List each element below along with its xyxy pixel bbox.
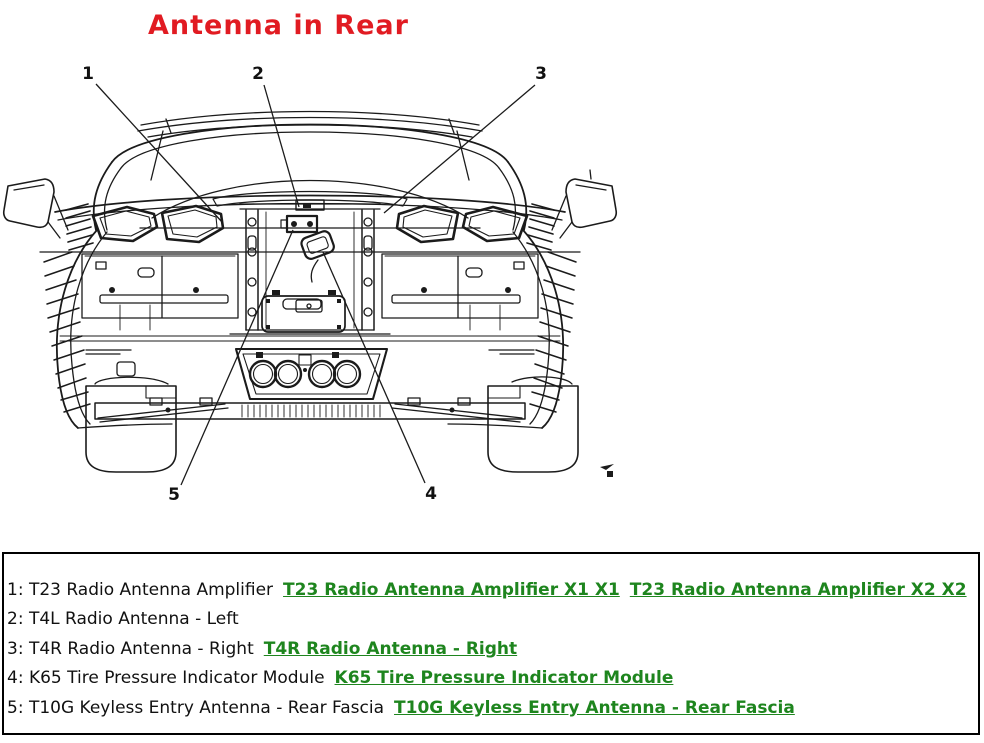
legend-item-2: 2: T4L Radio Antenna - Left	[7, 605, 978, 634]
car-rear-diagram-svg: 1 2 3 4 5	[2, 64, 618, 505]
mud-flap-right	[487, 376, 579, 473]
legend-item-label: 4: K65 Tire Pressure Indicator Module	[7, 668, 325, 689]
page-title: Antenna in Rear	[148, 10, 409, 41]
rear-deck-line	[54, 194, 566, 213]
callout-label-5: 5	[168, 485, 180, 505]
quarter-panel-left	[55, 229, 98, 429]
callout-label-3: 3	[535, 64, 547, 84]
callout-label-2: 2	[252, 64, 264, 84]
exhaust-outlets	[234, 347, 389, 401]
quarter-panel-right	[522, 229, 565, 429]
roof-outline	[111, 123, 509, 163]
callout-leader-line-2	[263, 84, 300, 208]
taillight-cluster-left	[91, 204, 225, 244]
callout-label-4: 4	[425, 484, 437, 504]
legend-item-label: 3: T4R Radio Antenna - Right	[7, 638, 254, 659]
callout-leader-line-5	[180, 229, 294, 486]
antenna-amplifier-part	[280, 214, 319, 234]
callout-leader-line-1	[95, 83, 223, 223]
side-mirror-left	[2, 178, 69, 239]
tire-pressure-module-part	[300, 230, 335, 260]
legend-item-5: 5: T10G Keyless Entry Antenna - Rear Fas…	[7, 694, 978, 723]
legend-box: 1: T23 Radio Antenna Amplifier T23 Radio …	[2, 552, 980, 735]
legend-link[interactable]: T10G Keyless Entry Antenna - Rear Fascia	[394, 697, 795, 718]
legend-item-4: 4: K65 Tire Pressure Indicator Module K65…	[7, 664, 978, 693]
cursor-mark	[600, 464, 614, 477]
callout-leader-line-4	[322, 251, 426, 484]
legend-item-label: 5: T10G Keyless Entry Antenna - Rear Fas…	[7, 697, 385, 718]
callout-layer: 1 2 3 4 5	[82, 64, 547, 505]
legend-item-label: 1: T23 Radio Antenna Amplifier	[7, 580, 274, 600]
legend-link[interactable]: K65 Tire Pressure Indicator Module	[334, 668, 674, 689]
callout-label-1: 1	[82, 64, 94, 84]
taillight-cluster-right	[395, 204, 529, 244]
legend-link[interactable]: T23 Radio Antenna Amplifier X2 X2	[629, 580, 967, 600]
legend-item-label: 2: T4L Radio Antenna - Left	[7, 609, 239, 630]
legend-link[interactable]: T4R Radio Antenna - Right	[263, 638, 518, 659]
side-mirror-right	[551, 169, 618, 239]
legend-link[interactable]: T23 Radio Antenna Amplifier X1 X1	[283, 580, 620, 600]
mud-flap-left	[85, 376, 177, 473]
car-rear-diagram: 1 2 3 4 5	[0, 52, 660, 522]
legend-item-3: 3: T4R Radio Antenna - Right T4R Radio An…	[7, 635, 978, 664]
legend-item-1: 1: T23 Radio Antenna Amplifier T23 Radio …	[7, 576, 978, 605]
license-plate-pocket	[261, 290, 346, 333]
callout-leader-line-3	[383, 84, 536, 214]
bumper-bar	[94, 397, 526, 423]
